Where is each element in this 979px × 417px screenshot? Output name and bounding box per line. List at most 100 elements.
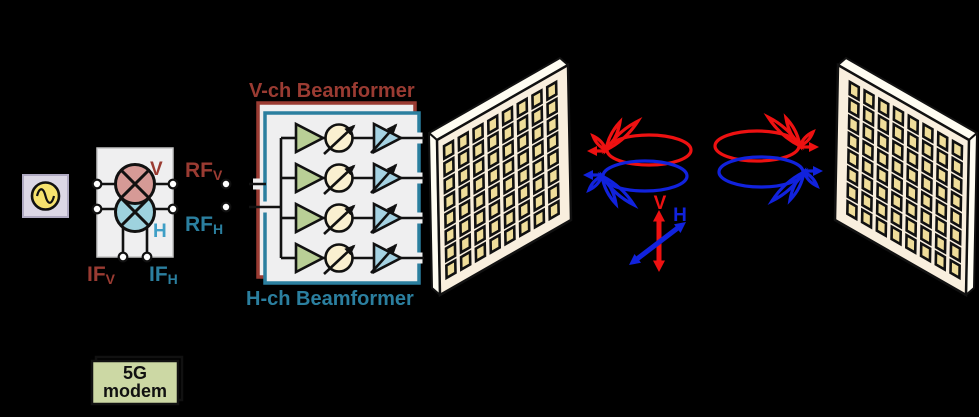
antenna-element xyxy=(519,167,528,185)
antenna-element xyxy=(550,201,559,218)
antenna-element xyxy=(503,107,512,125)
antenna-element xyxy=(503,124,512,142)
antenna-element xyxy=(535,210,544,228)
antenna-element xyxy=(534,176,543,194)
h-polarization-arrow xyxy=(629,222,686,265)
arrowhead-icon xyxy=(629,254,641,265)
antenna-element xyxy=(519,150,528,168)
mixer-h-label: H xyxy=(153,221,167,242)
antenna-element xyxy=(504,158,513,176)
rf-v-sub: V xyxy=(213,167,223,183)
antenna-element xyxy=(532,90,541,108)
antenna-element xyxy=(474,158,483,176)
modem-label-line2: modem xyxy=(103,381,167,401)
port-if-h xyxy=(141,251,153,263)
antenna-element xyxy=(460,201,469,219)
antenna-element xyxy=(505,227,514,245)
tx-antenna-array xyxy=(429,58,571,295)
antenna-element xyxy=(491,235,500,253)
polarization-v-label: V xyxy=(654,193,667,214)
port-bf-in-h xyxy=(220,201,232,213)
array-face-group xyxy=(437,65,571,295)
if-h-label: IFH xyxy=(149,263,178,287)
antenna-element xyxy=(460,184,469,202)
antenna-element xyxy=(459,150,468,168)
rf-v-label: RFV xyxy=(185,159,223,183)
antenna-element xyxy=(518,99,527,117)
antenna-element xyxy=(534,159,543,177)
antenna-element xyxy=(549,184,558,202)
antenna-element xyxy=(533,142,542,160)
if-h-main: IF xyxy=(149,263,168,286)
if-v-label: IFV xyxy=(87,263,116,287)
modem-box xyxy=(90,359,180,406)
antenna-element xyxy=(534,193,543,211)
antenna-element xyxy=(490,201,499,219)
antenna-element xyxy=(489,133,498,151)
modem-label-line1: 5G xyxy=(123,363,147,383)
antenna-element xyxy=(520,201,529,219)
patch-grid xyxy=(444,82,559,278)
antenna-element xyxy=(488,116,497,134)
mixer-x-icon xyxy=(120,197,150,227)
antenna-element xyxy=(446,243,455,261)
antenna-element xyxy=(505,193,514,211)
local-oscillator xyxy=(22,174,69,218)
rf-v-main: RF xyxy=(185,159,213,182)
if-h-sub: H xyxy=(168,271,178,287)
arrowhead-icon xyxy=(674,222,686,233)
beamformer-stack: V-ch Beamformer H-ch Beamformer xyxy=(246,80,424,310)
antenna-element xyxy=(490,184,499,202)
port-lo-h xyxy=(91,203,103,215)
rf-h-label: RFH xyxy=(185,213,223,237)
polarization-h-label: H xyxy=(673,205,687,226)
antenna-element xyxy=(533,125,542,143)
mixer-v-label: V xyxy=(150,159,163,180)
antenna-element xyxy=(445,175,454,193)
antenna-element xyxy=(519,184,528,202)
dual-mixer: V H xyxy=(91,147,179,263)
port-bf-in-v xyxy=(220,178,232,190)
antenna-element xyxy=(475,192,484,210)
antenna-element xyxy=(533,107,542,125)
antenna-element xyxy=(476,244,485,262)
antenna-element xyxy=(549,150,558,168)
antenna-element xyxy=(518,116,527,134)
antenna-element xyxy=(446,260,455,278)
antenna-element xyxy=(490,218,499,236)
antenna-element xyxy=(548,116,557,134)
antenna-element xyxy=(445,192,454,210)
mixer-v-icon xyxy=(114,163,156,205)
antenna-element xyxy=(460,218,469,236)
antenna-element xyxy=(444,141,453,159)
port-rf-v xyxy=(167,178,179,190)
antenna-element xyxy=(459,167,468,185)
arrowhead-icon xyxy=(653,260,665,272)
antenna-element xyxy=(459,133,468,151)
port-if-v xyxy=(117,251,129,263)
antenna-element xyxy=(444,158,453,176)
antenna-element xyxy=(474,124,483,142)
antenna-element xyxy=(446,226,455,244)
polarization-indicator: V H xyxy=(629,193,687,272)
antenna-element xyxy=(504,176,513,194)
antenna-element xyxy=(547,82,556,100)
sine-wave-icon xyxy=(35,188,56,204)
antenna-element xyxy=(548,99,557,117)
antenna-element xyxy=(518,133,527,151)
rf-h-sub: H xyxy=(213,221,223,237)
antenna-element xyxy=(489,167,498,185)
antenna-element xyxy=(461,235,470,253)
antenna-element xyxy=(504,141,513,159)
arrowhead-icon xyxy=(653,210,665,222)
antenna-element xyxy=(548,133,557,151)
antenna-element xyxy=(520,218,529,236)
port-rf-h xyxy=(167,203,179,215)
mixer-x-icon xyxy=(120,169,150,199)
if-v-sub: V xyxy=(106,271,116,287)
antenna-element xyxy=(549,167,558,185)
modem: 5G modem xyxy=(90,355,184,406)
antenna-element xyxy=(461,252,470,270)
antenna-element xyxy=(445,209,454,227)
